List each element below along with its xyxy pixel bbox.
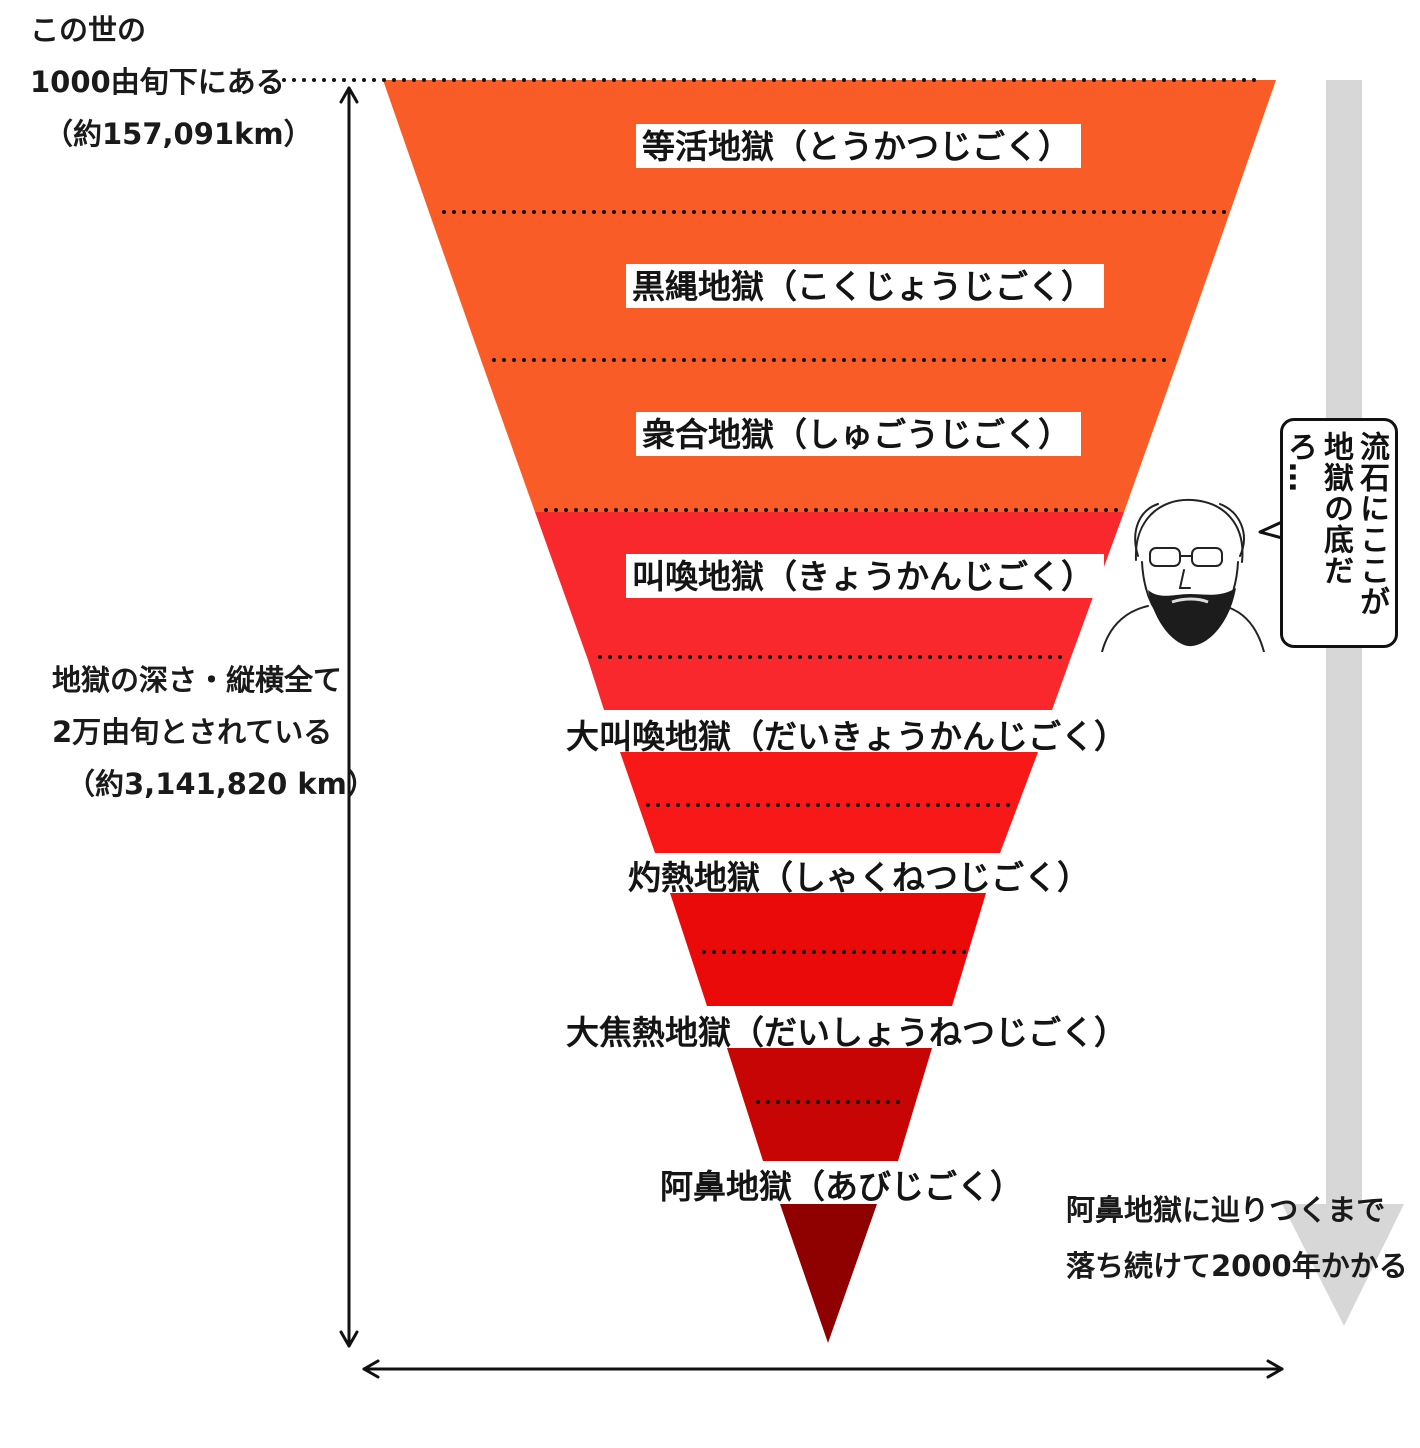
tier-label-6: 灼熱地獄（しゃくねつじごく） [628,858,1090,897]
speech-bubble: 流石にここが地獄の底だろ… [1280,418,1398,648]
tier-label-8: 阿鼻地獄（あびじごく） [660,1167,1023,1206]
tier-band-6 [670,893,986,1006]
tier-label-4: 叫喚地獄（きょうかんじごく） [626,554,1104,598]
down-arrow-icon [1282,80,1404,1326]
tier-label-5: 大叫喚地獄（だいきょうかんじごく） [566,717,1127,756]
tier-band-4b [588,660,1070,710]
hell-size-note: 地獄の深さ・縦横全て 2万由旬とされている （約3,141,820 km） [52,654,376,810]
tier-label-1: 等活地獄（とうかつじごく） [636,124,1081,168]
tier-band-7 [727,1048,932,1161]
fall-time-note: 阿鼻地獄に辿りつくまで 落ち続けて2000年かかる [1066,1182,1408,1294]
width-arrow [362,1359,1284,1379]
tier-band-8 [780,1204,877,1343]
surface-depth-note: この世の 1000由旬下にある （約157,091km） [30,4,313,160]
note-line: 2万由旬とされている [52,715,333,749]
note-line: （約3,141,820 km） [66,767,376,801]
note-line: 落ち続けて2000年かかる [1066,1249,1408,1283]
tier-label-3: 衆合地獄（しゅごうじごく） [636,412,1081,456]
tier-label-7: 大焦熱地獄（だいしょうねつじごく） [566,1013,1127,1052]
note-line: 1000由旬下にある [30,65,285,99]
note-line: この世の [30,13,147,47]
tier-label-2: 黒縄地獄（こくじょうじごく） [626,264,1104,308]
note-line: 阿鼻地獄に辿りつくまで [1066,1193,1386,1227]
note-line: 地獄の深さ・縦横全て [52,663,343,697]
tier-band-5 [620,752,1038,853]
bearded-man-icon [1101,498,1265,652]
note-line: （約157,091km） [44,117,313,151]
speech-bubble-text: 流石にここが地獄の底だろ… [1282,431,1389,617]
depth-arrow [339,86,359,1348]
